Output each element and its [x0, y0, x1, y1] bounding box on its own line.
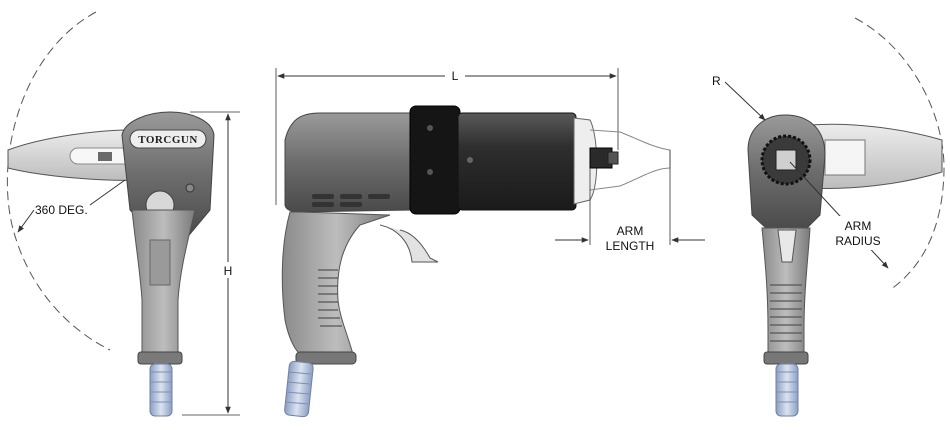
- side-view: L: [275, 68, 705, 418]
- leader-radius: [724, 81, 766, 121]
- pistol-grip: [281, 211, 391, 363]
- hose-front: [149, 363, 173, 417]
- ratchet-square: [775, 149, 797, 171]
- square-drive-tip: [607, 151, 619, 165]
- sweep-arc-left: [6, 11, 111, 351]
- label-arm-radius-1: ARM: [845, 219, 872, 233]
- leader-360-deg: [89, 179, 126, 206]
- collar-screw-2: [427, 169, 433, 175]
- arm-bolt: [98, 152, 112, 161]
- trigger-guard: [379, 224, 439, 263]
- hose-rings-side: [284, 371, 312, 405]
- hose-side: [284, 360, 314, 418]
- label-radius: R: [712, 74, 721, 88]
- label-height: H: [224, 264, 233, 278]
- label-360-deg: 360 DEG.: [35, 203, 88, 217]
- handle-base-front: [137, 351, 183, 365]
- vent-slots: [312, 194, 390, 207]
- handle-rear-texture: [770, 284, 802, 342]
- brand-plate: [129, 129, 207, 149]
- gearbox-screw: [467, 157, 473, 163]
- handle-front-detail: [149, 239, 171, 286]
- hose-rings-front: [150, 371, 172, 403]
- gearbox-cylinder: [457, 112, 577, 211]
- hose-rear: [775, 363, 799, 417]
- grip-texture: [318, 269, 342, 327]
- arm-square-hole: [824, 139, 866, 176]
- label-arm-length-2: LENGTH: [606, 239, 655, 253]
- label-length: L: [452, 69, 459, 83]
- brand-logo: TORCGUN: [138, 134, 198, 146]
- label-arm-length-1: ARM: [617, 224, 644, 238]
- trigger-rear: [777, 229, 797, 263]
- collar-ring: [409, 105, 461, 215]
- grip-base: [295, 351, 357, 365]
- leader-360-arc: [17, 209, 35, 233]
- label-arm-radius-2: RADIUS: [835, 234, 880, 248]
- hose-rings-rear: [776, 371, 798, 403]
- arm-radius-line: [789, 161, 889, 269]
- front-view: TORCGUN 360 DEG. H: [6, 11, 240, 417]
- handle-base-rear: [763, 351, 809, 365]
- rear-view: R ARM RADIUS: [712, 17, 945, 417]
- collar-screw: [427, 125, 433, 131]
- sweep-arc-right: [854, 17, 945, 291]
- screw-front: [185, 183, 195, 193]
